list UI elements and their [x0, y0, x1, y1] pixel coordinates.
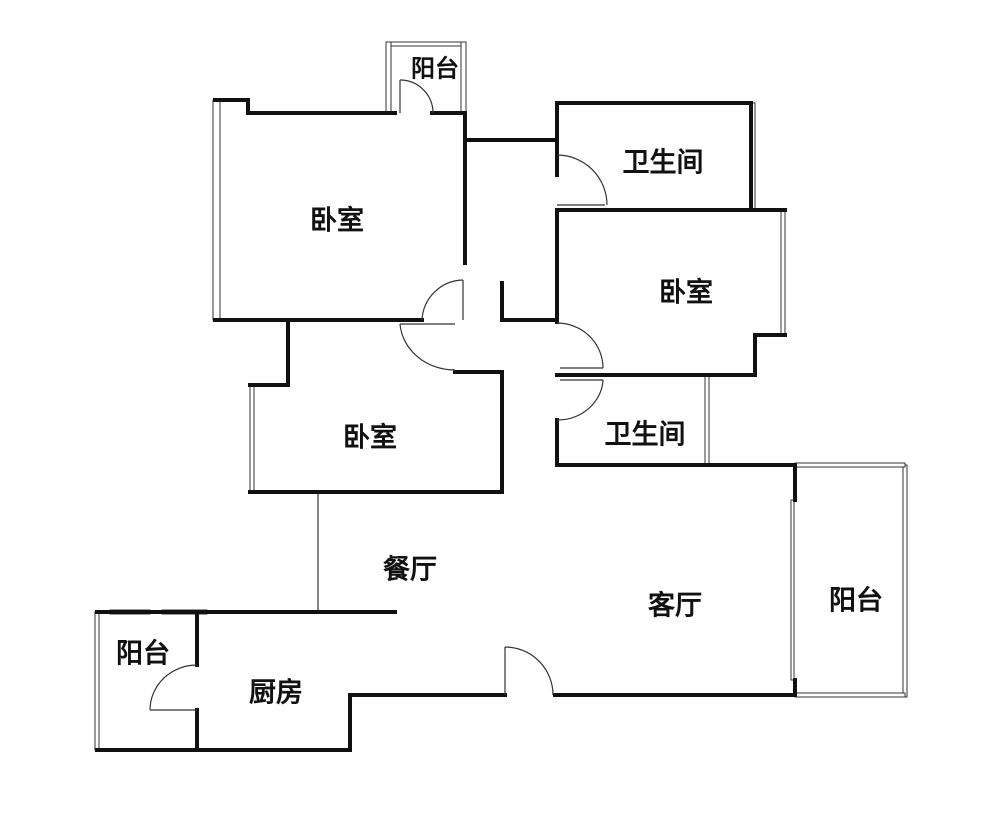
window	[212, 99, 221, 321]
wall	[555, 333, 787, 377]
window	[460, 41, 467, 113]
window	[794, 462, 906, 468]
door	[399, 323, 456, 371]
sliding-door	[790, 499, 795, 681]
wall	[555, 208, 787, 324]
room-label-balcony: 阳台	[411, 54, 459, 83]
room-label-bathroom: 卫生间	[622, 147, 704, 179]
door	[504, 646, 554, 696]
door	[556, 154, 608, 206]
window	[249, 384, 255, 493]
window	[794, 692, 906, 698]
window	[704, 374, 710, 466]
wall	[463, 123, 559, 142]
window	[94, 611, 100, 751]
wall	[555, 101, 753, 212]
room-label-balcony: 阳台	[829, 585, 883, 617]
window	[780, 209, 786, 336]
room-label-balcony: 阳台	[116, 638, 170, 670]
wall	[95, 693, 507, 752]
wall	[553, 678, 797, 697]
window	[385, 41, 392, 113]
window	[385, 41, 467, 47]
window	[902, 464, 908, 698]
wall	[213, 98, 397, 115]
room-label-living: 客厅	[648, 590, 702, 622]
room-label-bathroom: 卫生间	[604, 419, 686, 451]
door	[149, 664, 198, 711]
room-label-dining: 餐厅	[383, 554, 437, 586]
wall	[248, 370, 504, 494]
room-label-bedroom: 卧室	[310, 205, 364, 237]
door	[399, 79, 434, 114]
door	[421, 279, 464, 321]
wall	[248, 318, 290, 387]
room-label-bedroom: 卧室	[659, 277, 713, 309]
wall	[500, 281, 559, 322]
room-label-bedroom: 卧室	[343, 422, 397, 454]
door	[556, 379, 604, 421]
room-label-kitchen: 厨房	[249, 677, 303, 709]
door	[556, 322, 604, 369]
wall	[555, 418, 797, 502]
